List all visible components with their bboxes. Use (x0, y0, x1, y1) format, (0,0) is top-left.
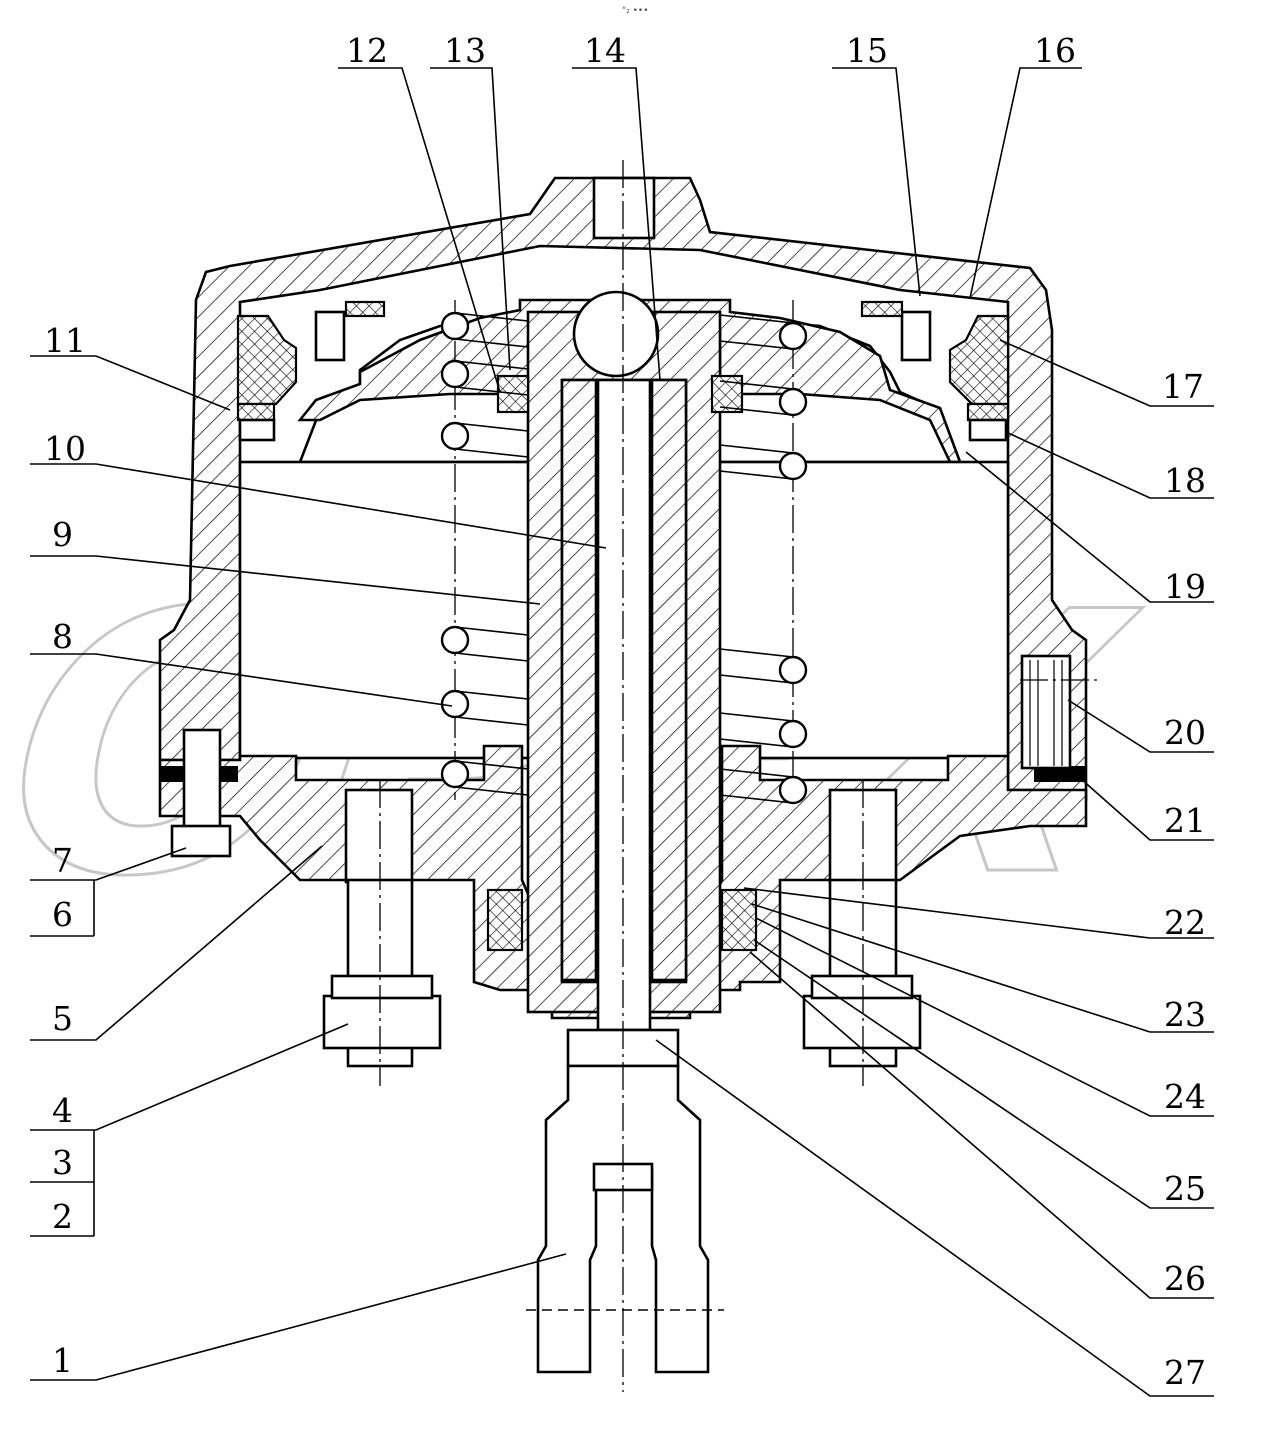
right-coil-wire (719, 794, 794, 804)
callout-7: 7 (52, 841, 73, 880)
left-coil-wire (454, 760, 529, 770)
callout-20: 20 (1164, 713, 1206, 752)
callout-23: 23 (1164, 995, 1206, 1034)
left-coil-wire (454, 448, 529, 458)
right-coil-section (778, 655, 808, 685)
push-rod (596, 378, 652, 1032)
left-coil-wire (454, 690, 529, 700)
callout-4: 4 (52, 1091, 73, 1130)
callout-labels: 11 10 9 8 7 6 5 4 3 2 1 17 18 19 20 21 2… (44, 31, 1206, 1392)
right-mount-washer (810, 974, 914, 1000)
left-coil-wire (454, 422, 529, 432)
drain-plug-head (170, 824, 232, 858)
left-coil-section (440, 625, 470, 655)
upper-cover (158, 176, 1088, 802)
right-guide-ring (968, 418, 1008, 442)
callout-leaders (30, 67, 1214, 1397)
left-coil-section (440, 759, 470, 789)
callout-14: 14 (584, 31, 626, 70)
right-seal-ring (948, 314, 1010, 406)
callout-12: 12 (346, 31, 388, 70)
callout-3: 3 (52, 1143, 73, 1182)
left-coil-wire (454, 312, 529, 322)
right-coil-section (778, 775, 808, 805)
drain-plug (182, 728, 222, 830)
right-cover-washer (860, 300, 904, 318)
callout-15: 15 (846, 31, 888, 70)
callout-10: 10 (44, 429, 86, 468)
left-coil-section (440, 359, 470, 389)
left-coil-wire (454, 716, 529, 726)
right-coil-section (778, 387, 808, 417)
left-lower-port (344, 788, 414, 884)
left-cover-stud (314, 310, 346, 362)
right-coil-wire (719, 674, 794, 684)
callout-26: 26 (1164, 1259, 1206, 1298)
right-coil-section (778, 451, 808, 481)
callout-21: 21 (1164, 801, 1206, 840)
lower-seal-left (486, 888, 524, 952)
left-coil-wire (454, 652, 529, 662)
right-coil-wire (719, 340, 794, 350)
callout-1: 1 (52, 1341, 73, 1380)
callout-11: 11 (44, 321, 86, 360)
left-coil-section (440, 311, 470, 341)
ball-end (572, 290, 660, 378)
right-coil-section (778, 719, 808, 749)
callout-25: 25 (1164, 1169, 1206, 1208)
left-mount-nut (322, 994, 442, 1050)
left-coil-wire (454, 338, 529, 348)
right-coil-wire (719, 738, 794, 748)
callout-5: 5 (52, 999, 73, 1038)
right-coil-wire (719, 444, 794, 454)
callout-9: 9 (52, 515, 73, 554)
push-rod-guide (560, 378, 598, 982)
left-guide-ring (238, 418, 276, 442)
right-coil-wire (719, 380, 794, 390)
callout-6: 6 (52, 895, 73, 934)
callout-8: 8 (52, 617, 73, 656)
callout-18: 18 (1164, 461, 1206, 500)
right-coil-wire (719, 314, 794, 324)
right-coil-wire (719, 470, 794, 480)
left-cover-washer (344, 300, 386, 318)
left-coil-wire (454, 626, 529, 636)
left-coil-wire (454, 786, 529, 796)
callout-17: 17 (1162, 367, 1204, 406)
left-coil-wire (454, 386, 529, 396)
spring-coils (440, 311, 808, 805)
right-coil-wire (719, 648, 794, 658)
right-coil-section (778, 321, 808, 351)
right-coil-wire (719, 768, 794, 778)
vent-filter-grid (1029, 660, 1063, 766)
header-small-text: "₂ ••• (622, 6, 649, 16)
callout-24: 24 (1164, 1077, 1206, 1116)
right-cover-stud (900, 310, 932, 362)
callout-16: 16 (1034, 31, 1076, 70)
right-coil-wire (719, 712, 794, 722)
callout-27: 27 (1164, 1353, 1206, 1392)
left-mount-washer (330, 974, 434, 1000)
callout-19: 19 (1164, 567, 1206, 606)
right-seal-small (966, 402, 1010, 422)
left-coil-section (440, 421, 470, 451)
lower-seal-right (720, 888, 758, 952)
left-seal-small (236, 402, 276, 422)
right-coil-wire (719, 406, 794, 416)
callout-22: 22 (1164, 903, 1206, 942)
push-rod-guide-right (650, 378, 688, 982)
right-gasket (1034, 766, 1086, 782)
callout-2: 2 (52, 1197, 73, 1236)
left-coil-section (440, 689, 470, 719)
callout-13: 13 (444, 31, 486, 70)
cover-boss-port (592, 176, 656, 240)
left-seal-ring (236, 314, 298, 406)
vent-filter (1020, 654, 1072, 770)
